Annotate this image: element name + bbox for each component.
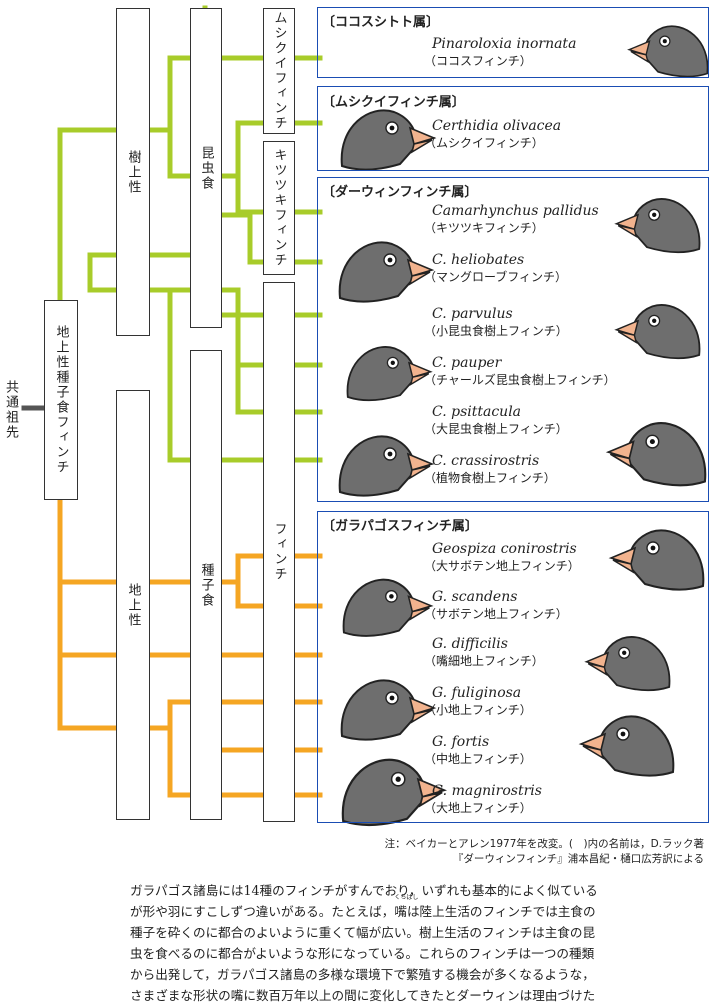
finch-head-icon [627, 25, 709, 78]
species-scientific-name: Certhidia olivacea [432, 118, 562, 134]
species-japanese-name: （サボテン地上フィンチ） [424, 607, 568, 621]
species-japanese-name: （中地上フィンチ） [424, 752, 532, 766]
finch-head-icon [584, 636, 671, 692]
species-entry: C. crassirostris （植物食樹上フィンチ） [424, 453, 556, 486]
terrestrial-box: 地上性 [116, 390, 150, 820]
finch-head-icon [340, 109, 437, 171]
finch-head-icon [608, 529, 705, 591]
warbler-finch-box: ムシクイフィンチ [263, 8, 295, 134]
species-japanese-name: （植物食樹上フィンチ） [424, 471, 556, 485]
finch-head-icon [342, 578, 434, 637]
finch-head-icon [338, 435, 435, 497]
species-japanese-name: （大地上フィンチ） [424, 801, 532, 815]
species-scientific-name: G. fortis [432, 734, 490, 750]
species-scientific-name: G. fuliginosa [432, 685, 522, 701]
species-scientific-name: C. heliobates [432, 252, 525, 268]
finch-head-icon [346, 346, 433, 402]
finch-box: フィンチ [263, 282, 295, 822]
species-entry: C. pauper （チャールズ昆虫食樹上フィンチ） [424, 355, 616, 388]
species-entry: G. magnirostris （大地上フィンチ） [424, 783, 542, 816]
species-japanese-name: （小昆虫食樹上フィンチ） [424, 324, 568, 338]
finch-head-icon [578, 715, 675, 777]
group-camarhynchus [317, 177, 709, 502]
species-japanese-name: （キツツキフィンチ） [424, 221, 544, 235]
species-scientific-name: C. pauper [432, 355, 502, 371]
species-japanese-name: （マングローブフィンチ） [424, 270, 568, 284]
group-geospiza [317, 511, 709, 823]
species-entry: Pinaroloxia inornata （ココスフィンチ） [424, 36, 577, 69]
species-scientific-name: G. scandens [432, 589, 518, 605]
species-scientific-name: G. difficilis [432, 636, 508, 652]
species-scientific-name: C. parvulus [432, 306, 513, 322]
species-japanese-name: （嘴細地上フィンチ） [424, 654, 544, 668]
group-header: 〔ココスシトト属〕 [322, 15, 440, 30]
finch-head-icon [605, 422, 707, 487]
species-entry: C. heliobates （マングローブフィンチ） [424, 252, 567, 285]
species-japanese-name: （ココスフィンチ） [424, 54, 532, 68]
species-japanese-name: （大サボテン地上フィンチ） [424, 559, 580, 573]
species-scientific-name: G. magnirostris [432, 783, 542, 799]
species-japanese-name: （小地上フィンチ） [424, 703, 532, 717]
species-entry: Geospiza conirostris （大サボテン地上フィンチ） [424, 541, 580, 574]
finch-head-icon [340, 679, 437, 741]
woodpecker-finch-box: キツツキフィンチ [263, 141, 295, 275]
species-japanese-name: （大昆虫食樹上フィンチ） [424, 422, 568, 436]
species-scientific-name: C. crassirostris [432, 453, 540, 469]
finch-head-icon [338, 241, 435, 303]
species-scientific-name: Pinaroloxia inornata [432, 36, 577, 52]
group-certhidia [317, 86, 709, 171]
species-entry: C. psittacula （大昆虫食樹上フィンチ） [424, 404, 568, 437]
arboreal-box: 樹上性 [116, 8, 150, 336]
species-entry: G. fortis （中地上フィンチ） [424, 734, 532, 767]
seed-eating-box: 種子食 [190, 350, 222, 820]
description-paragraph: ガラパゴス諸島には14種のフィンチがすんでおり，いずれも基本的によく似ている が… [130, 883, 598, 1003]
finch-head-icon [614, 304, 701, 360]
group-header: 〔ムシクイフィンチ属〕 [322, 95, 465, 110]
species-entry: G. difficilis （嘴細地上フィンチ） [424, 636, 544, 669]
insectivorous-box: 昆虫食 [190, 8, 222, 328]
source-note: 注：ベイカーとアレン1977年を改変。( )内の名前は，D.ラック著 『ダーウィ… [384, 838, 704, 865]
species-scientific-name: Geospiza conirostris [432, 541, 577, 557]
species-entry: G. scandens （サボテン地上フィンチ） [424, 589, 568, 622]
species-japanese-name: （チャールズ昆虫食樹上フィンチ） [424, 373, 616, 387]
species-scientific-name: C. psittacula [432, 404, 522, 420]
group-header: 〔ガラパゴスフィンチ属〕 [322, 519, 478, 534]
group-header: 〔ダーウィンフィンチ属〕 [322, 185, 478, 200]
group-pinaroloxia [317, 7, 709, 78]
species-entry: Certhidia olivacea （ムシクイフィンチ） [424, 118, 562, 151]
root-label: 共通祖先 [3, 380, 18, 440]
finch-head-icon [614, 198, 701, 254]
ground-seed-finch-box: 地上性種子食フィンチ [44, 300, 78, 500]
species-entry: Camarhynchus pallidus （キツツキフィンチ） [424, 203, 599, 236]
species-entry: G. fuliginosa （小地上フィンチ） [424, 685, 532, 718]
finch-head-icon [341, 758, 448, 827]
species-scientific-name: Camarhynchus pallidus [432, 203, 599, 219]
species-japanese-name: （ムシクイフィンチ） [424, 136, 544, 150]
species-entry: C. parvulus （小昆虫食樹上フィンチ） [424, 306, 568, 339]
